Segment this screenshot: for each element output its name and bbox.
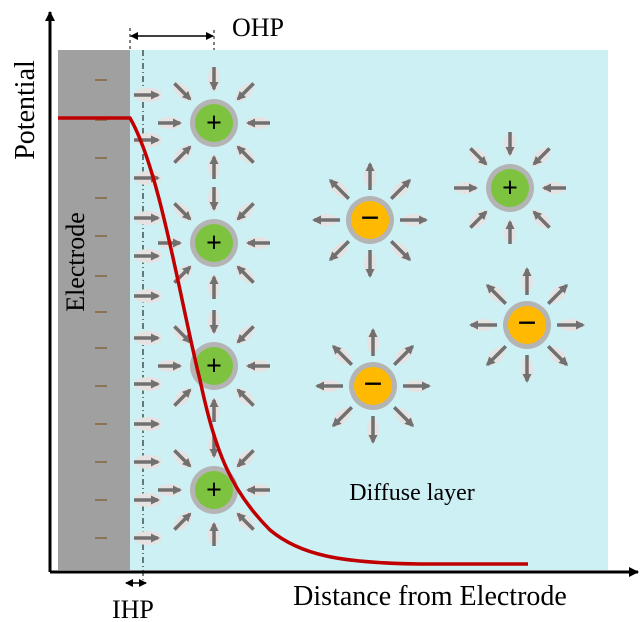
water-dipole-arrow-icon <box>134 331 162 345</box>
solvated-anion-icon: − <box>315 328 431 444</box>
ohp-label: OHP <box>232 13 284 42</box>
cation-sign: + <box>206 351 222 382</box>
cation-sign: + <box>206 475 222 506</box>
water-dipole-arrow-icon <box>134 249 162 263</box>
ions-layer: + + + + + − − − <box>134 67 585 546</box>
diffuse-layer-label: Diffuse layer <box>349 480 475 506</box>
water-dipole-arrow-icon <box>134 377 162 391</box>
solvated-cation-icon: + <box>454 132 566 244</box>
cation-sign: + <box>502 173 518 204</box>
ihp-label: IHP <box>112 595 154 622</box>
electrode-surface-charges <box>95 79 107 539</box>
solvated-anion-icon: − <box>469 267 585 383</box>
anion-sign: − <box>360 200 379 237</box>
water-dipole-arrow-icon <box>134 289 162 303</box>
water-dipole-arrow-icon <box>134 88 162 102</box>
solvated-cation-icon: + <box>158 434 270 546</box>
water-dipole-arrow-icon <box>134 417 162 431</box>
potential-curve <box>58 116 528 566</box>
y-axis-label: Potential <box>10 60 41 160</box>
cation-sign: + <box>206 228 222 259</box>
solvated-cation-icon: + <box>158 67 270 179</box>
water-dipole-arrow-icon <box>134 171 162 185</box>
cation-sign: + <box>206 108 222 139</box>
water-dipole-arrow-icon <box>134 455 162 469</box>
electrode-label: Electrode <box>61 212 90 312</box>
anion-sign: − <box>363 366 382 403</box>
water-dipole-arrow-icon <box>134 493 162 507</box>
anion-sign: − <box>517 305 536 342</box>
water-dipole-arrow-icon <box>134 211 162 225</box>
water-dipole-arrow-icon <box>134 531 162 545</box>
electrode-region <box>58 50 130 570</box>
solvated-cation-icon: + <box>158 187 270 299</box>
x-axis-label: Distance from Electrode <box>293 581 567 612</box>
solvated-cation-icon: + <box>158 310 270 422</box>
solvated-anion-icon: − <box>312 162 428 278</box>
